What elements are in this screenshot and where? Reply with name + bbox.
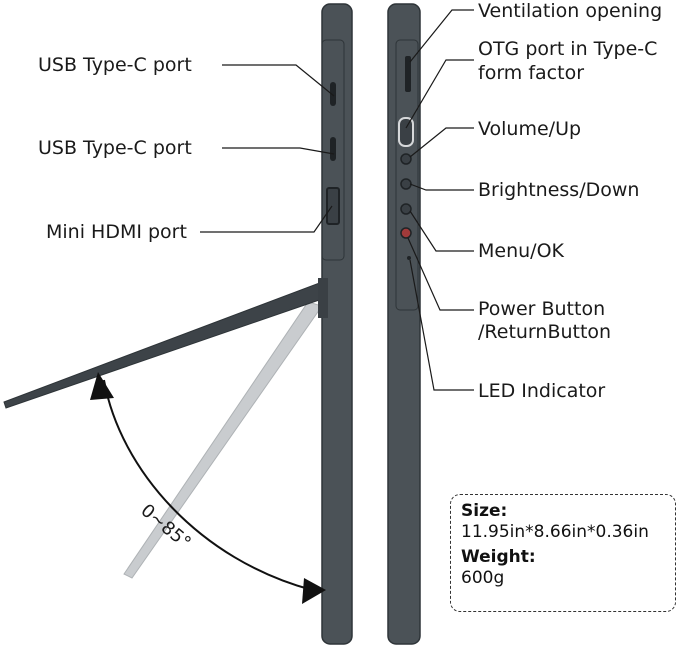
label-otg-port-line1: OTG port in Type-C [478, 38, 658, 60]
mini-hdmi-port [326, 187, 340, 225]
menu-button [400, 203, 412, 215]
usb-c-port-1 [330, 82, 336, 106]
angle-arc [103, 379, 313, 591]
stand-cover-panel [3, 281, 326, 409]
leader-ventilation [409, 9, 474, 63]
left-device-hinge [318, 278, 328, 318]
leader-power [407, 237, 474, 311]
leader-led [409, 259, 474, 391]
left-leader-lines [200, 64, 335, 233]
left-device-inner-edge [321, 39, 345, 261]
brightness-button [400, 178, 412, 190]
label-volume-up: Volume/Up [478, 118, 582, 140]
label-otg-port-line2: form factor [478, 62, 585, 84]
leader-otg [405, 59, 474, 129]
weight-title: Weight: [461, 547, 536, 567]
label-usb-c-port-1: USB Type-C port [38, 54, 192, 76]
leader-volume [409, 127, 474, 158]
label-power-button-line1: Power Button [478, 298, 606, 320]
usb-c-port-2 [330, 137, 336, 161]
specs-box: Size: 11.95in*8.66in*0.36in Weight: 600g [450, 494, 676, 612]
leader-menu [409, 210, 474, 252]
angle-arrow-bottom-icon [302, 578, 326, 604]
stand-support-leg [123, 301, 323, 579]
size-value: 11.95in*8.66in*0.36in [461, 522, 649, 542]
left-device-body [321, 3, 353, 645]
power-button [400, 227, 412, 239]
right-device-body [387, 3, 421, 645]
leader-brightness [409, 183, 474, 191]
right-leader-lines [405, 9, 474, 391]
label-usb-c-port-2: USB Type-C port [38, 137, 192, 159]
leader-mini-hdmi [200, 205, 333, 233]
angle-arrow-top-icon [90, 372, 114, 400]
leader-usb-c-1 [222, 64, 335, 97]
label-brightness-down: Brightness/Down [478, 179, 640, 201]
weight-value: 600g [461, 568, 505, 588]
label-ventilation-opening: Ventilation opening [478, 0, 663, 22]
label-mini-hdmi-port: Mini HDMI port [46, 221, 187, 243]
label-power-button-line2: /ReturnButton [478, 321, 612, 343]
otg-port [398, 117, 414, 147]
volume-button [400, 153, 412, 165]
leader-usb-c-2 [222, 147, 335, 155]
label-menu-ok: Menu/OK [478, 240, 564, 262]
ventilation-slot [405, 56, 411, 92]
size-title: Size: [461, 501, 508, 521]
led-indicator [407, 256, 411, 260]
right-device-inner-edge [395, 39, 419, 311]
label-led-indicator: LED Indicator [478, 380, 606, 402]
